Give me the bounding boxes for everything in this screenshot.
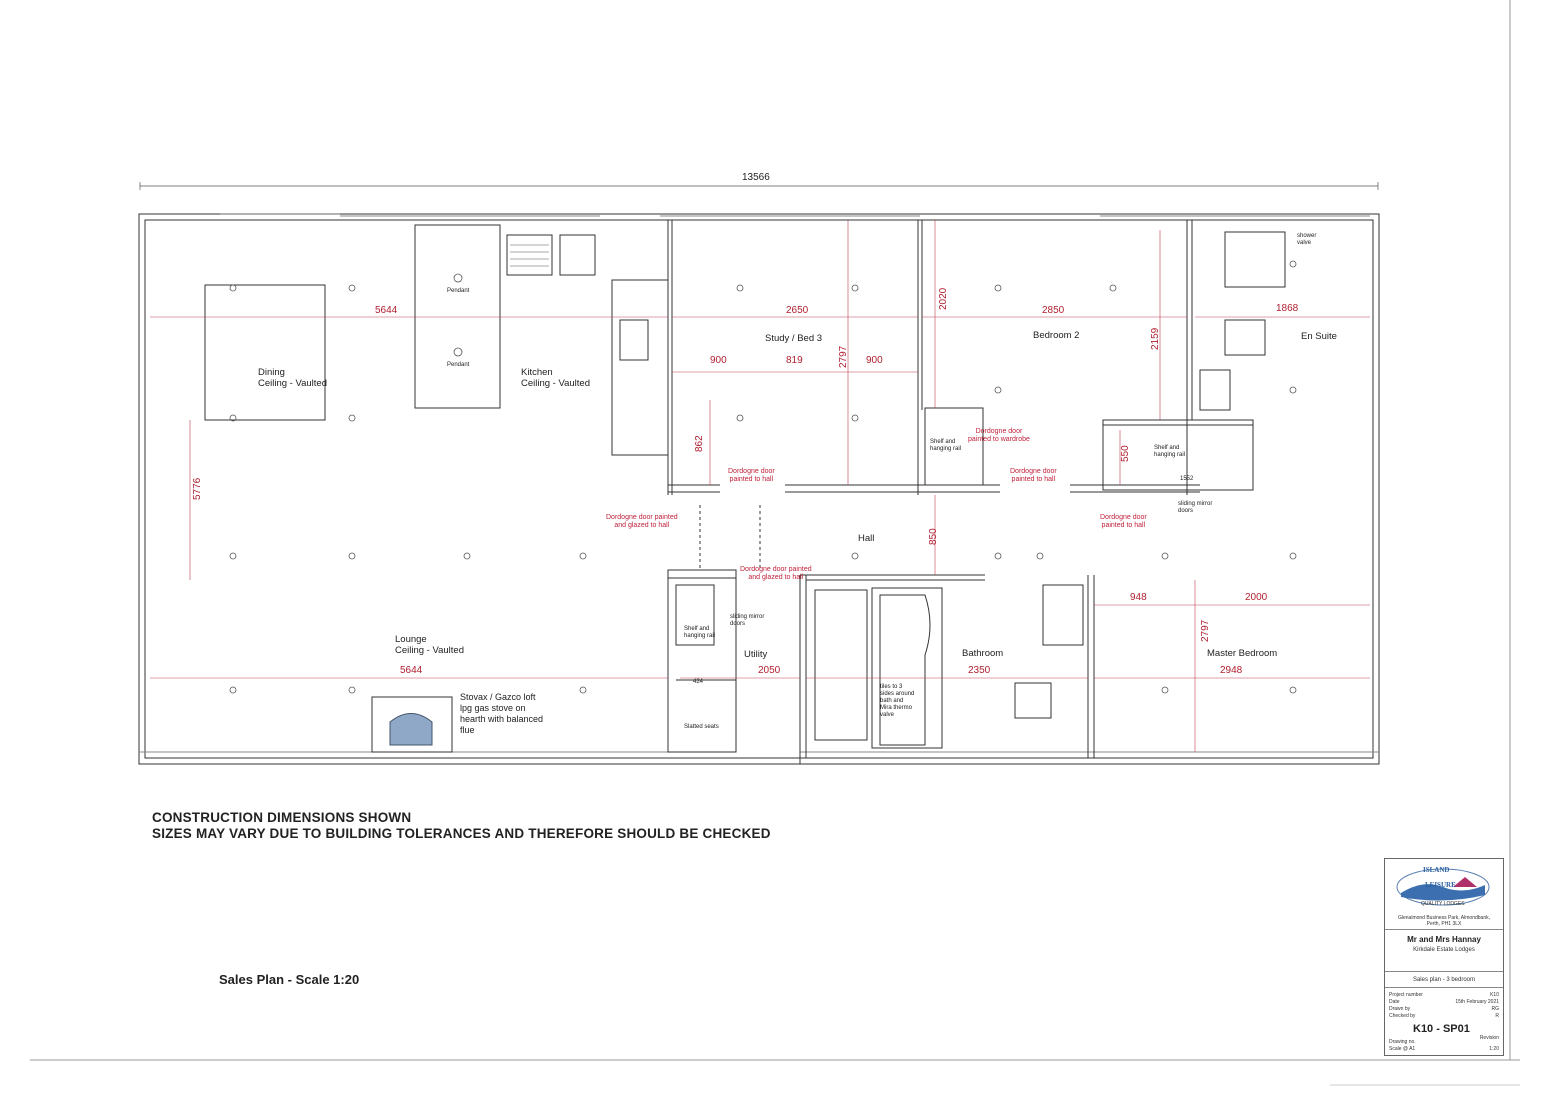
logo-text-1: ISLAND <box>1423 866 1450 874</box>
sliding-doors-utility: sliding mirror doors <box>730 614 765 627</box>
dimension-948: 948 <box>1130 592 1147 603</box>
room-label-bathroom: Bathroom <box>962 648 1004 659</box>
room-label-bedroom2: Bedroom 2 <box>1033 330 1080 341</box>
island-leisure-logo: ISLAND LEISURE QUALITY LODGES <box>1393 865 1493 909</box>
shelf-rail-utility: Shelf and hanging rail <box>684 626 716 639</box>
dimension-900-left: 900 <box>710 355 727 366</box>
dimension-2350: 2350 <box>968 665 991 676</box>
scale-value: 1:20 <box>1489 1046 1499 1052</box>
dimension-819: 819 <box>786 355 803 366</box>
logo-text-2: LEISURE <box>1425 881 1456 889</box>
pendant-label-1: Pendant <box>447 288 470 294</box>
overall-width-dimension: 13566 <box>742 172 770 183</box>
dimension-1552: 1552 <box>1180 476 1194 482</box>
dimension-2000: 2000 <box>1245 592 1268 603</box>
dimension-bedroom2-width: 2850 <box>1042 305 1065 316</box>
bath-tiles-note: tiles to 3 sides around bath and Mira th… <box>880 684 915 718</box>
drawing-number: K10 - SP01 <box>1413 1023 1470 1035</box>
dimension-study-width: 2650 <box>786 305 809 316</box>
title-block: ISLAND LEISURE QUALITY LODGES Glenalmond… <box>1384 858 1504 1056</box>
client-name: Mr and Mrs Hannay <box>1407 935 1481 944</box>
shelf-rail-master: Shelf and hanging rail <box>1154 445 1186 458</box>
dimension-2797-study: 2797 <box>838 345 849 368</box>
revision-label: Revision <box>1479 1035 1499 1041</box>
pendant-label-2: Pendant <box>447 362 470 368</box>
door-note-utility: Dordogne door painted and glazed to hall <box>740 566 812 581</box>
project-name: Kirkdale Estate Lodges <box>1413 947 1475 953</box>
drawing-title: Sales plan - 3 bedroom <box>1412 977 1476 983</box>
room-label-study: Study / Bed 3 <box>765 333 823 344</box>
drawn-by-label: Drawn by <box>1389 1006 1411 1012</box>
dimension-5776: 5776 <box>192 477 203 500</box>
door-note-lounge: Dordogne door painted and glazed to hall <box>606 514 678 529</box>
dimension-2948: 2948 <box>1220 665 1243 676</box>
dimension-862: 862 <box>694 435 705 452</box>
room-label-kitchen: Kitchen Ceiling - Vaulted <box>521 367 591 389</box>
dimension-424: 424 <box>693 679 704 685</box>
sales-plan-scale-label: Sales Plan - Scale 1:20 <box>219 972 360 987</box>
stove-hearth <box>371 696 453 753</box>
construction-note-line2: SIZES MAY VARY DUE TO BUILDING TOLERANCE… <box>152 826 771 841</box>
dimension-dining-width: 5644 <box>375 305 398 316</box>
room-label-lounge: Lounge Ceiling - Vaulted <box>395 634 465 656</box>
scale-label: Scale @ A1 <box>1389 1046 1416 1052</box>
shelf-rail-bedroom2: Shelf and hanging rail <box>930 439 962 452</box>
logo-text-3: QUALITY LODGES <box>1421 901 1465 907</box>
dimension-2050: 2050 <box>758 665 781 676</box>
slatted-seats-label: Slatted seats <box>684 724 719 730</box>
date-value: 15th February 2021 <box>1455 999 1499 1005</box>
drawn-by: RG <box>1491 1006 1500 1012</box>
shower-valve-label: shower valve <box>1297 233 1317 246</box>
dimension-ensuite-width: 1868 <box>1276 303 1299 314</box>
dimension-2159: 2159 <box>1150 327 1161 350</box>
sliding-doors-master: sliding mirror doors <box>1178 501 1213 514</box>
dimension-2020: 2020 <box>938 287 949 310</box>
date-label: Date <box>1389 999 1400 1005</box>
dimension-850: 850 <box>928 528 939 545</box>
drawing-no-label: Drawing no. <box>1389 1039 1416 1045</box>
stove-label: Stovax / Gazco loft lpg gas stove on hea… <box>460 692 544 735</box>
door-note-master: Dordogne door painted to hall <box>1100 514 1147 529</box>
construction-note-line1: CONSTRUCTION DIMENSIONS SHOWN <box>152 810 412 825</box>
door-note-bedroom2: Dordogne door painted to hall <box>1010 468 1057 483</box>
door-note-wardrobe: Dordogne door painted to wardrobe <box>968 428 1030 443</box>
room-label-dining: Dining Ceiling - Vaulted <box>258 367 328 389</box>
dimension-550: 550 <box>1120 445 1131 462</box>
dimension-900-right: 900 <box>866 355 883 366</box>
room-label-utility: Utility <box>744 649 768 660</box>
project-number: K10 <box>1490 992 1499 998</box>
room-label-ensuite: En Suite <box>1301 331 1337 342</box>
room-label-master-bedroom: Master Bedroom <box>1207 648 1278 659</box>
company-address: Glenalmond Business Park, Almondbank, Pe… <box>1398 915 1490 927</box>
checked-by: R <box>1495 1013 1499 1019</box>
project-number-label: Project number <box>1389 992 1423 998</box>
door-note-study: Dordogne door painted to hall <box>728 468 775 483</box>
stove-icon <box>389 713 433 746</box>
dimension-lounge-width: 5644 <box>400 665 423 676</box>
room-label-hall: Hall <box>858 533 875 544</box>
outer-wall <box>138 213 1380 765</box>
checked-by-label: Checked by <box>1389 1013 1416 1019</box>
dimension-2797-master: 2797 <box>1200 619 1211 642</box>
